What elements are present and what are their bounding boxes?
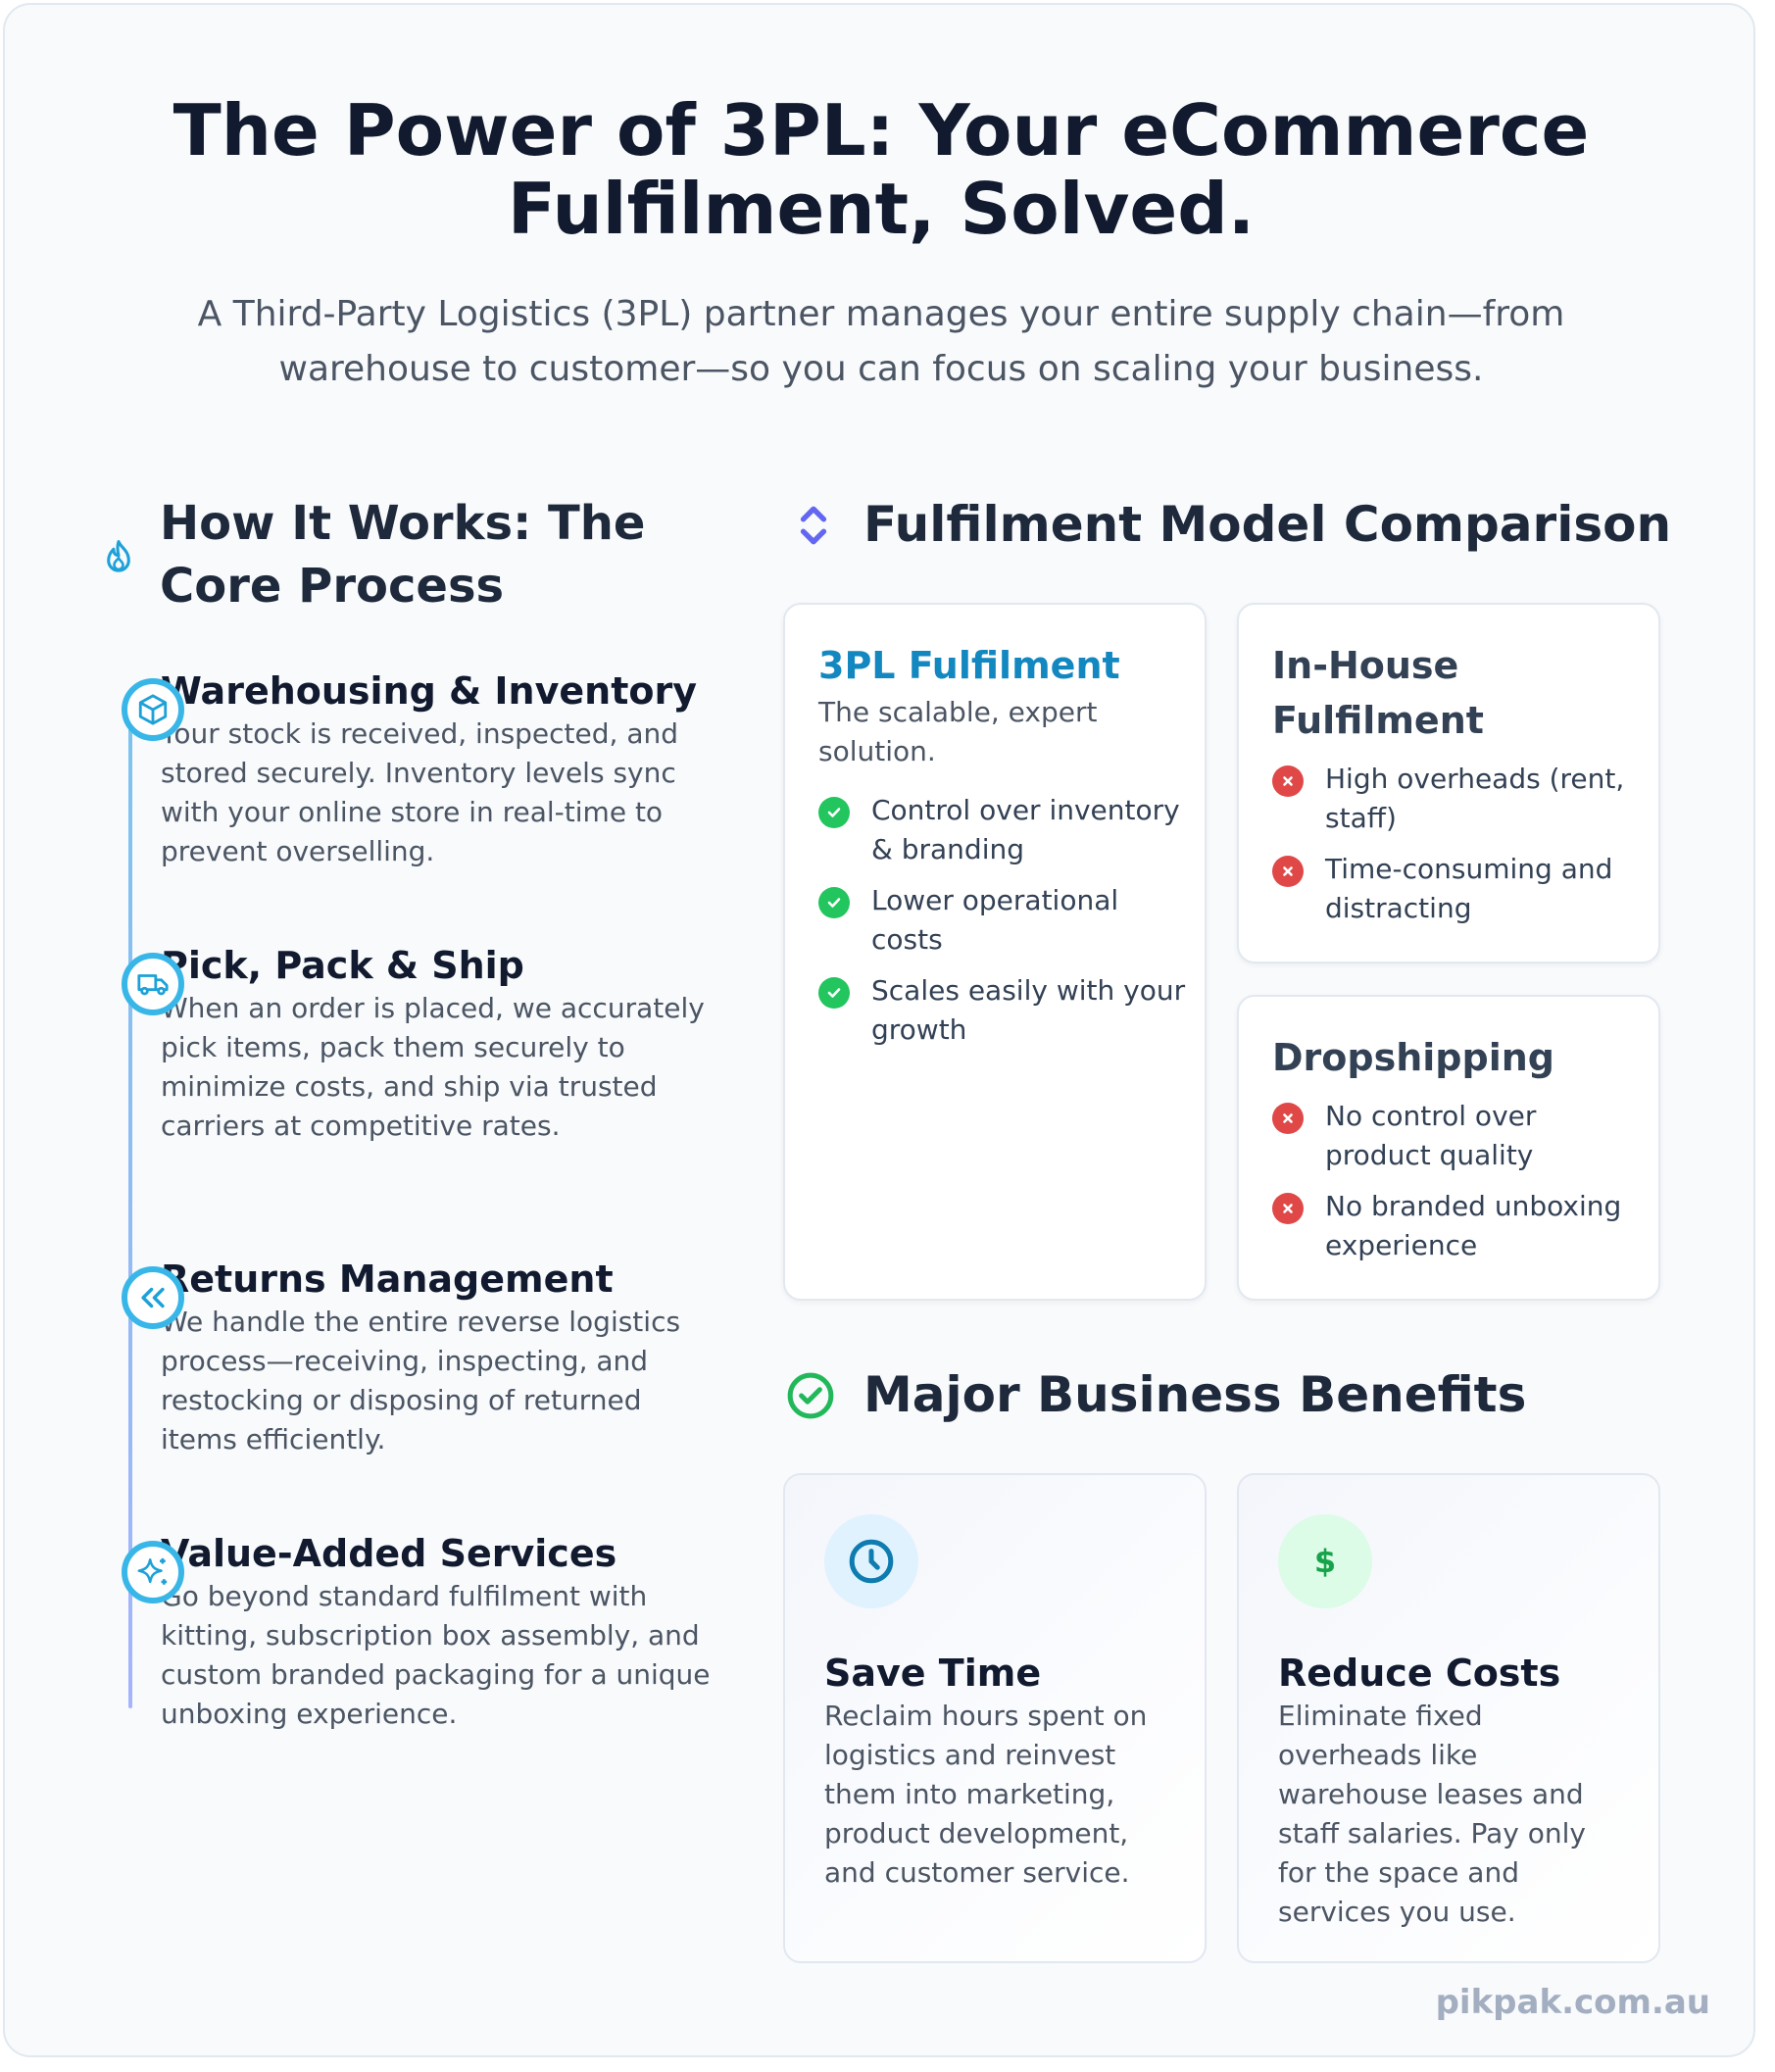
pro-item: Scales easily with your growth	[818, 971, 1191, 1050]
step-text: Your stock is received, inspected, and s…	[161, 717, 679, 867]
double-chevron-left-icon	[141, 1287, 165, 1308]
step-title: Value-Added Services	[161, 1532, 617, 1575]
benefit-icon-wrap: $	[1278, 1514, 1372, 1608]
benefit-text: Eliminate fixed overheads like warehouse…	[1278, 1700, 1586, 1928]
benefit-title: Save Time	[824, 1652, 1042, 1695]
card-inhouse: In-House Fulfilment High overheads (rent…	[1237, 603, 1660, 963]
truck-icon	[137, 974, 169, 996]
footer-site: pikpak.com.au	[1435, 1983, 1710, 2022]
card-3pl-title: 3PL Fulfilment	[818, 644, 1120, 687]
benefit-text: Reclaim hours spent on logistics and rei…	[824, 1700, 1148, 1889]
cons-list: High overheads (rent, staff) Time-consum…	[1272, 760, 1649, 928]
step-text: When an order is placed, we accurately p…	[161, 992, 705, 1142]
x-circle-icon	[1272, 1193, 1304, 1224]
step-marker	[122, 953, 184, 1015]
pro-text: Scales easily with your growth	[871, 974, 1186, 1046]
page-title-line1: The Power of 3PL: Your eCommerce	[173, 89, 1590, 172]
check-icon	[818, 887, 850, 918]
dollar-icon: $	[1313, 1543, 1337, 1580]
card-inhouse-title-line1: In-House	[1272, 644, 1459, 687]
benefit-icon-wrap	[824, 1514, 918, 1608]
card-dropshipping: Dropshipping No control over product qua…	[1237, 995, 1660, 1301]
page-title-line2: Fulfilment, Solved.	[507, 168, 1256, 250]
x-circle-icon	[1272, 1103, 1304, 1134]
flame-icon	[107, 540, 130, 572]
comparison-title: Fulfilment Model Comparison	[863, 496, 1672, 553]
step-warehousing: Warehousing & Inventory Your stock is re…	[161, 667, 719, 871]
card-3pl-subtitle: The scalable, expert solution.	[818, 696, 1098, 767]
sparkles-icon	[137, 1557, 168, 1585]
step-marker	[122, 1266, 184, 1329]
pro-text: Lower operational costs	[871, 884, 1119, 956]
step-marker	[122, 678, 184, 741]
infographic-page: The Power of 3PL: Your eCommerce Fulfilm…	[3, 3, 1755, 2057]
how-it-works-title: How It Works: The Core Process	[160, 492, 748, 617]
page-subtitle: A Third-Party Logistics (3PL) partner ma…	[152, 287, 1610, 397]
step-title: Warehousing & Inventory	[161, 669, 697, 713]
card-dropshipping-title: Dropshipping	[1272, 1036, 1554, 1079]
con-text: High overheads (rent, staff)	[1325, 763, 1625, 834]
x-circle-icon	[1272, 765, 1304, 797]
page-subtitle-line1: A Third-Party Logistics (3PL) partner ma…	[197, 294, 1565, 334]
con-item: No branded unboxing experience	[1272, 1187, 1649, 1265]
step-text: We handle the entire reverse logistics p…	[161, 1306, 681, 1455]
x-circle-icon	[1272, 856, 1304, 887]
page-subtitle-line2: warehouse to customer—so you can focus o…	[278, 349, 1484, 389]
con-item: No control over product quality	[1272, 1097, 1649, 1175]
card-inhouse-title-line2: Fulfilment	[1272, 699, 1484, 742]
how-it-works-title-line2: Core Process	[160, 559, 505, 614]
clock-icon	[849, 1539, 894, 1584]
chevrons-up-down-icon	[800, 506, 827, 545]
pro-text: Control over inventory & branding	[871, 794, 1180, 865]
step-value-added: Value-Added Services Go beyond standard …	[161, 1530, 719, 1734]
step-marker	[122, 1541, 184, 1603]
con-text: No control over product quality	[1325, 1100, 1537, 1171]
step-pick-pack-ship: Pick, Pack & Ship When an order is place…	[161, 942, 719, 1146]
card-inhouse-title: In-House Fulfilment	[1272, 638, 1649, 748]
check-circle-icon	[787, 1372, 834, 1419]
step-text: Go beyond standard fulfilment with kitti…	[161, 1580, 711, 1730]
pro-item: Control over inventory & branding	[818, 791, 1191, 869]
check-icon	[818, 977, 850, 1009]
page-title: The Power of 3PL: Your eCommerce Fulfilm…	[5, 89, 1753, 250]
timeline-line	[128, 693, 132, 1708]
card-3pl: 3PL Fulfilment The scalable, expert solu…	[783, 603, 1207, 1301]
box-icon	[138, 694, 168, 725]
step-title: Returns Management	[161, 1258, 614, 1301]
con-text: Time-consuming and distracting	[1325, 853, 1613, 924]
how-it-works-title-line1: How It Works: The	[160, 496, 646, 551]
benefit-card-save-time: Save Time Reclaim hours spent on logisti…	[783, 1473, 1207, 1963]
benefits-title: Major Business Benefits	[863, 1366, 1527, 1423]
con-text: No branded unboxing experience	[1325, 1190, 1622, 1261]
step-title: Pick, Pack & Ship	[161, 944, 524, 987]
con-item: High overheads (rent, staff)	[1272, 760, 1649, 838]
check-icon	[818, 797, 850, 828]
pro-item: Lower operational costs	[818, 881, 1191, 960]
benefit-card-reduce-costs: $ Reduce Costs Eliminate fixed overheads…	[1237, 1473, 1660, 1963]
benefit-title: Reduce Costs	[1278, 1652, 1561, 1695]
step-returns: Returns Management We handle the entire …	[161, 1256, 719, 1459]
pros-list: Control over inventory & branding Lower …	[818, 791, 1191, 1050]
con-item: Time-consuming and distracting	[1272, 850, 1649, 928]
cons-list: No control over product quality No brand…	[1272, 1097, 1649, 1265]
